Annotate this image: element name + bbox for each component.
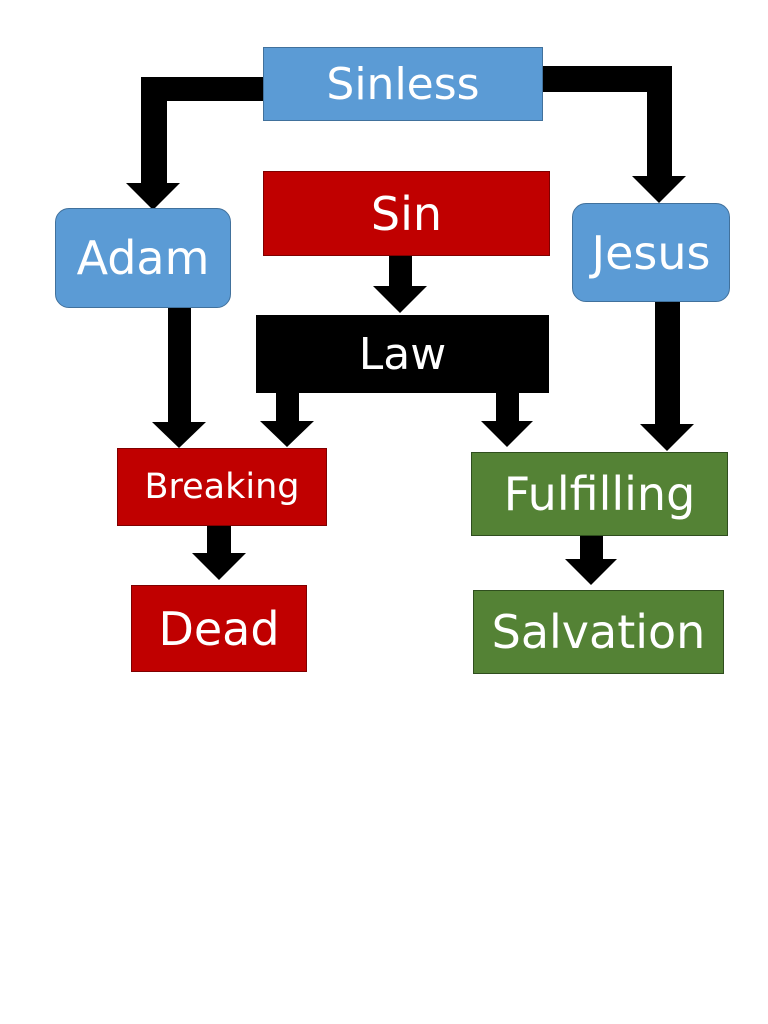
arrow-law-to-breaking — [260, 393, 314, 447]
node-jesus: Jesus — [572, 203, 730, 302]
node-breaking: Breaking — [117, 448, 327, 526]
node-law: Law — [256, 315, 549, 393]
arrow-fulfilling-to-salvation — [565, 536, 617, 585]
arrow-sin-to-law — [373, 256, 427, 313]
node-dead: Dead — [131, 585, 307, 672]
arrow-sinless-to-adam — [126, 77, 263, 210]
node-sin: Sin — [263, 171, 550, 256]
node-salvation: Salvation — [473, 590, 724, 674]
arrow-sinless-to-jesus — [543, 66, 686, 203]
arrow-adam-to-breaking — [152, 308, 206, 448]
arrow-jesus-to-fulfilling — [640, 302, 694, 451]
arrow-breaking-to-dead — [192, 526, 246, 580]
node-fulfilling: Fulfilling — [471, 452, 728, 536]
arrow-law-to-fulfilling — [481, 393, 533, 447]
node-adam: Adam — [55, 208, 231, 308]
node-sinless: Sinless — [263, 47, 543, 121]
